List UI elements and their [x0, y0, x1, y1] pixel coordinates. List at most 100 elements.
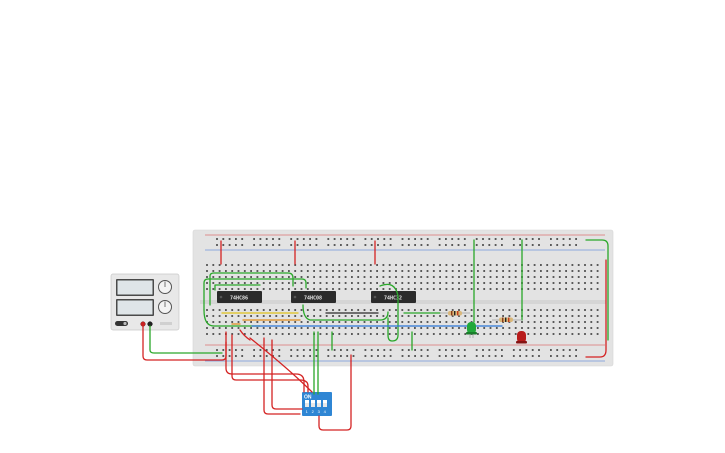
- breadboard-hole[interactable]: [538, 355, 540, 357]
- breadboard-hole[interactable]: [333, 355, 336, 357]
- breadboard-hole[interactable]: [445, 276, 448, 278]
- breadboard-hole[interactable]: [395, 270, 397, 272]
- breadboard-hole[interactable]: [275, 333, 278, 335]
- breadboard-hole[interactable]: [369, 333, 372, 335]
- breadboard-hole[interactable]: [325, 282, 328, 284]
- breadboard-hole[interactable]: [319, 333, 322, 335]
- breadboard-hole[interactable]: [250, 327, 252, 329]
- breadboard-hole[interactable]: [451, 321, 454, 323]
- breadboard-hole[interactable]: [470, 282, 473, 284]
- breadboard-hole[interactable]: [259, 349, 262, 351]
- breadboard-hole[interactable]: [333, 349, 336, 351]
- breadboard-hole[interactable]: [568, 244, 571, 246]
- breadboard-hole[interactable]: [562, 244, 565, 246]
- breadboard-hole[interactable]: [241, 349, 244, 351]
- breadboard-hole[interactable]: [288, 333, 290, 335]
- breadboard-hole[interactable]: [531, 238, 534, 240]
- breadboard-hole[interactable]: [332, 321, 334, 323]
- breadboard-hole[interactable]: [332, 282, 334, 284]
- breadboard-hole[interactable]: [531, 244, 534, 246]
- breadboard-hole[interactable]: [357, 321, 360, 323]
- breadboard-hole[interactable]: [319, 315, 322, 317]
- breadboard-hole[interactable]: [426, 315, 429, 317]
- breadboard-hole[interactable]: [376, 276, 378, 278]
- breadboard-hole[interactable]: [243, 333, 246, 335]
- breadboard-hole[interactable]: [376, 282, 378, 284]
- breadboard-hole[interactable]: [225, 315, 227, 317]
- breadboard-hole[interactable]: [395, 315, 397, 317]
- breadboard-hole[interactable]: [538, 238, 540, 240]
- breadboard-hole[interactable]: [288, 309, 290, 311]
- breadboard-hole[interactable]: [552, 309, 555, 311]
- breadboard-hole[interactable]: [237, 309, 240, 311]
- breadboard-hole[interactable]: [488, 244, 491, 246]
- breadboard-hole[interactable]: [414, 355, 416, 357]
- power-supply[interactable]: [110, 273, 180, 331]
- breadboard-hole[interactable]: [212, 309, 215, 311]
- breadboard-hole[interactable]: [363, 288, 366, 290]
- breadboard-hole[interactable]: [300, 327, 303, 329]
- breadboard-hole[interactable]: [225, 321, 227, 323]
- breadboard-hole[interactable]: [464, 276, 467, 278]
- breadboard-hole[interactable]: [262, 321, 265, 323]
- breadboard-hole[interactable]: [451, 276, 454, 278]
- breadboard-hole[interactable]: [464, 282, 467, 284]
- breadboard-hole[interactable]: [296, 349, 299, 351]
- breadboard-hole[interactable]: [388, 288, 391, 290]
- breadboard-hole[interactable]: [256, 276, 259, 278]
- breadboard-hole[interactable]: [357, 270, 360, 272]
- breadboard-hole[interactable]: [533, 321, 536, 323]
- breadboard-hole[interactable]: [514, 264, 517, 266]
- breadboard-hole[interactable]: [590, 321, 593, 323]
- breadboard-hole[interactable]: [584, 327, 586, 329]
- breadboard-hole[interactable]: [327, 355, 330, 357]
- breadboard-hole[interactable]: [241, 355, 244, 357]
- breadboard-hole[interactable]: [212, 327, 215, 329]
- breadboard-hole[interactable]: [596, 327, 599, 329]
- breadboard-hole[interactable]: [558, 264, 561, 266]
- breadboard-hole[interactable]: [377, 244, 379, 246]
- breadboard-hole[interactable]: [346, 355, 349, 357]
- breadboard-hole[interactable]: [439, 276, 441, 278]
- breadboard-hole[interactable]: [470, 288, 473, 290]
- dip-wires[interactable]: [225, 329, 352, 431]
- breadboard-hole[interactable]: [253, 355, 255, 357]
- breadboard-hole[interactable]: [216, 349, 218, 351]
- breadboard-hole[interactable]: [344, 321, 347, 323]
- breadboard-hole[interactable]: [352, 349, 355, 351]
- breadboard-hole[interactable]: [363, 270, 366, 272]
- breadboard-hole[interactable]: [489, 288, 492, 290]
- breadboard-hole[interactable]: [256, 264, 259, 266]
- breadboard-hole[interactable]: [346, 238, 349, 240]
- breadboard-hole[interactable]: [488, 355, 491, 357]
- breadboard-hole[interactable]: [401, 309, 404, 311]
- breadboard-hole[interactable]: [206, 309, 208, 311]
- breadboard-hole[interactable]: [494, 355, 497, 357]
- breadboard-hole[interactable]: [584, 270, 586, 272]
- breadboard-hole[interactable]: [243, 321, 246, 323]
- breadboard-hole[interactable]: [489, 321, 492, 323]
- breadboard-hole[interactable]: [269, 309, 271, 311]
- breadboard-hole[interactable]: [571, 288, 574, 290]
- breadboard-hole[interactable]: [463, 349, 466, 351]
- breadboard-hole[interactable]: [300, 309, 303, 311]
- breadboard-hole[interactable]: [514, 321, 517, 323]
- breadboard-hole[interactable]: [420, 264, 423, 266]
- breadboard-hole[interactable]: [377, 238, 379, 240]
- breadboard-hole[interactable]: [533, 315, 536, 317]
- breadboard-hole[interactable]: [294, 288, 297, 290]
- breadboard-hole[interactable]: [501, 244, 503, 246]
- breadboard-hole[interactable]: [495, 264, 498, 266]
- breadboard-hole[interactable]: [253, 244, 255, 246]
- breadboard-hole[interactable]: [401, 355, 404, 357]
- breadboard-hole[interactable]: [420, 282, 423, 284]
- breadboard-hole[interactable]: [206, 264, 208, 266]
- breadboard-hole[interactable]: [565, 270, 567, 272]
- breadboard-hole[interactable]: [300, 315, 303, 317]
- breadboard-hole[interactable]: [575, 349, 577, 351]
- breadboard-hole[interactable]: [300, 321, 303, 323]
- breadboard-hole[interactable]: [401, 321, 404, 323]
- breadboard-hole[interactable]: [256, 288, 259, 290]
- breadboard-hole[interactable]: [502, 264, 504, 266]
- breadboard-hole[interactable]: [275, 327, 278, 329]
